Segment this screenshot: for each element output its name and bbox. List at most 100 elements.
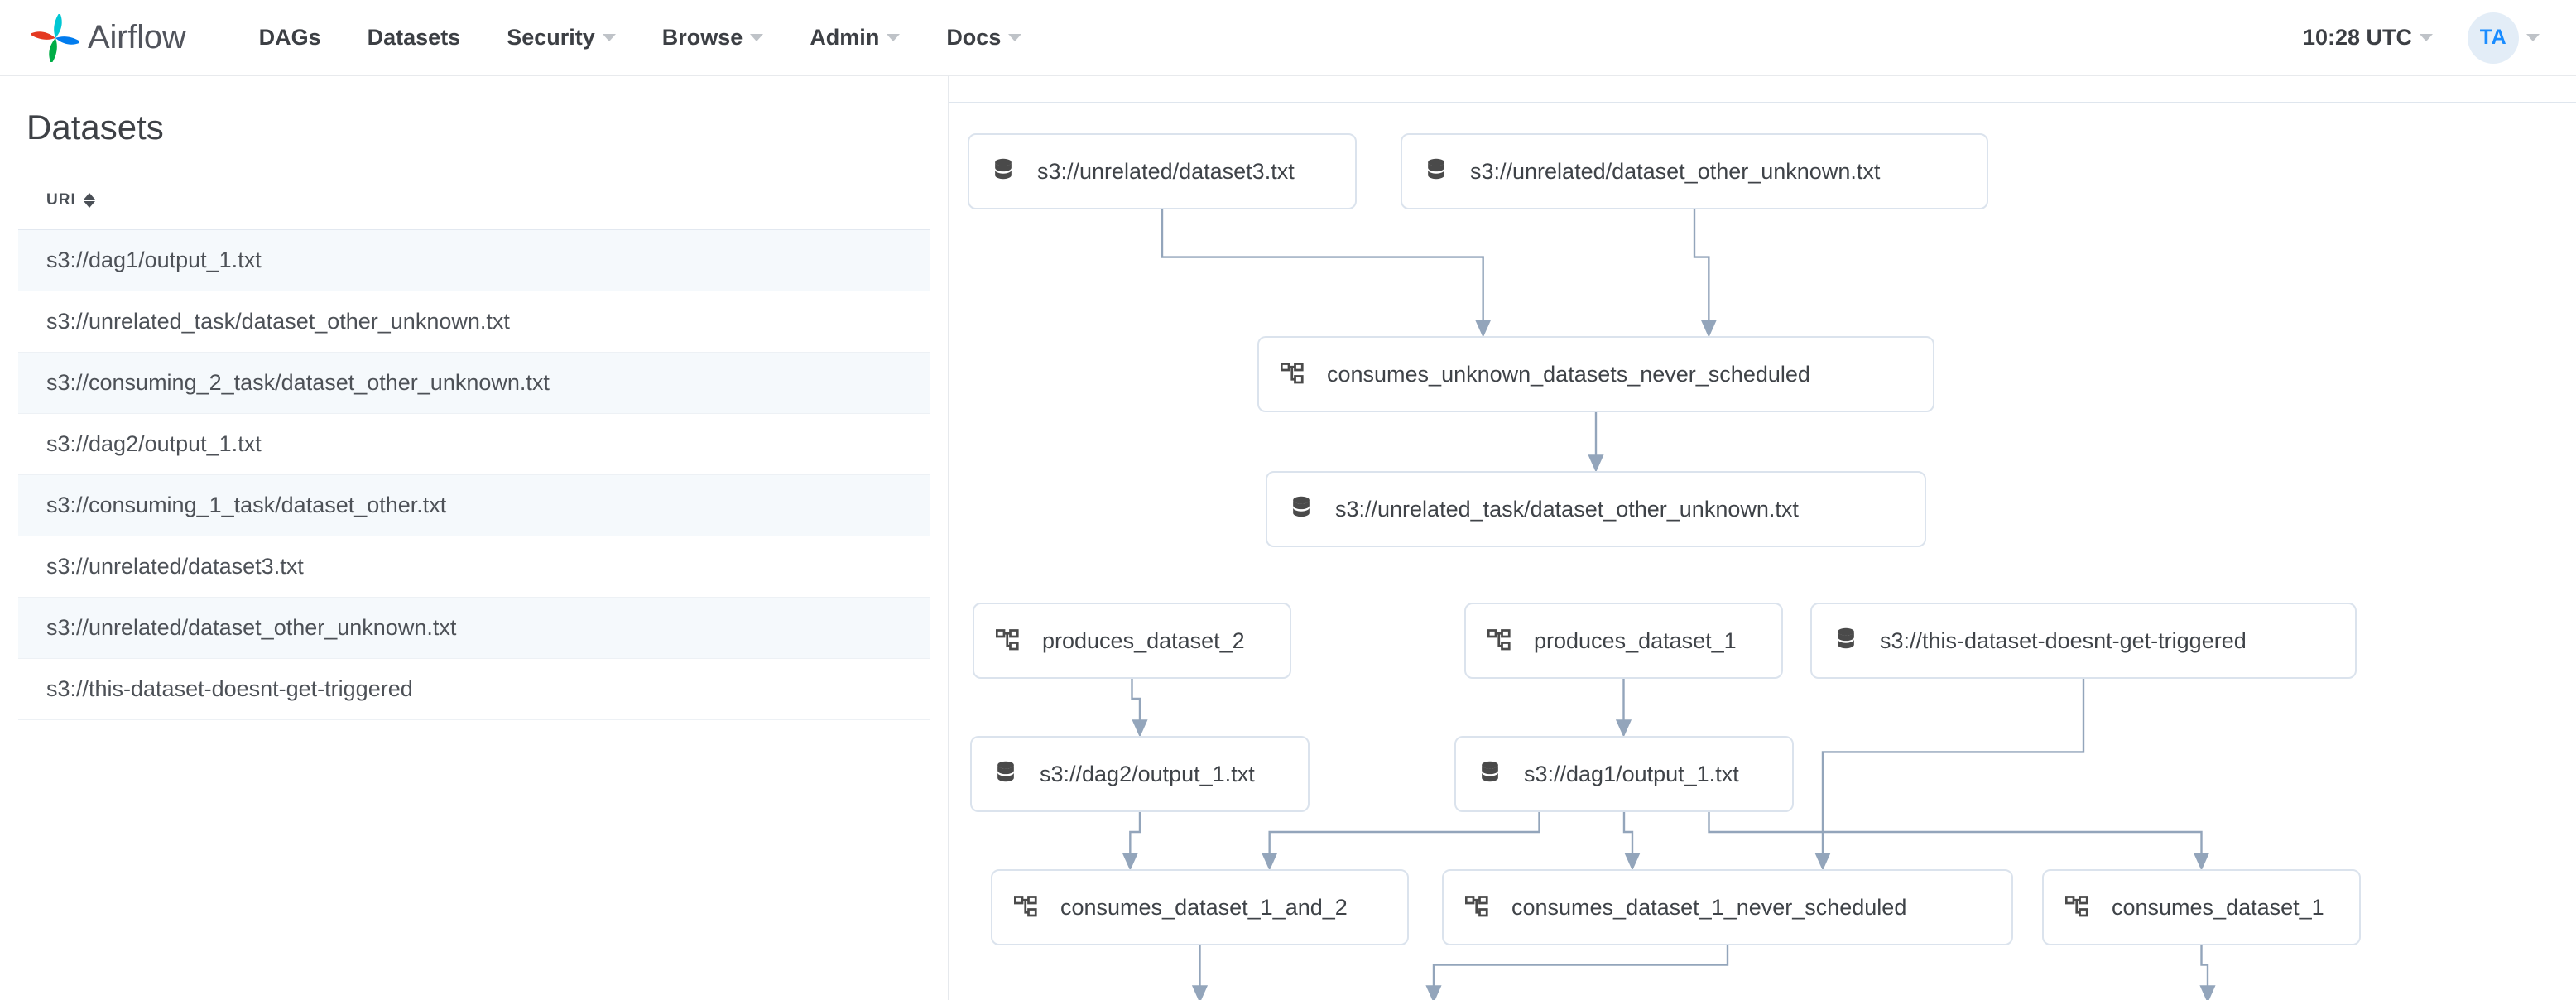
graph-node-dag_produces_1[interactable]: produces_dataset_1 [1464,603,1783,679]
nav-item-datasets[interactable]: Datasets [368,25,461,50]
table-row[interactable]: s3://dag1/output_1.txt [18,229,930,291]
sitemap-icon [1014,896,1037,917]
brand-home-link[interactable]: Airflow [31,13,186,62]
graph-node-label: consumes_dataset_1 [2112,894,2324,920]
graph-node-dag_consumes_unknown[interactable]: consumes_unknown_datasets_never_schedule… [1257,336,1934,412]
graph-canvas[interactable]: s3://unrelated/dataset3.txt s3://unrelate… [949,103,2576,1000]
database-icon [1833,627,1858,654]
avatar: TA [2468,12,2519,64]
timezone-selector[interactable]: 10:28 UTC [2303,25,2433,50]
table-row[interactable]: s3://dag2/output_1.txt [18,413,930,475]
graph-node-label: s3://this-dataset-doesnt-get-triggered [1880,627,2247,653]
chevron-down-icon [750,34,764,41]
database-icon [1478,761,1502,787]
table-header-row: URI [18,171,930,230]
database-icon [991,158,1016,185]
graph-node-dag_consumes_1[interactable]: consumes_dataset_1 [2042,869,2361,945]
graph-node-label: s3://unrelated/dataset3.txt [1037,158,1295,184]
graph-edge-ds_dag2_out-to-dag_consumes_1_and_2 [1122,812,1141,871]
graph-node-ds_unrelated_dataset3[interactable]: s3://unrelated/dataset3.txt [968,133,1357,209]
sitemap-icon [1487,629,1511,651]
sitemap-icon [996,628,1021,653]
database-icon [1289,496,1314,522]
database-icon [1838,627,1854,649]
page-title: Datasets [26,108,164,147]
database-icon [1424,158,1449,185]
nav-item-docs[interactable]: Docs [946,25,1022,50]
chevron-down-icon [887,34,901,41]
database-icon [997,761,1014,782]
graph-node-ds_unrelated_other_unknown[interactable]: s3://unrelated/dataset_other_unknown.txt [1401,133,1988,209]
sort-updown-icon[interactable] [83,193,95,208]
table-row[interactable]: s3://this-dataset-doesnt-get-triggered [18,658,930,720]
dataset-uri-cell[interactable]: s3://unrelated_task/dataset_other_unknow… [18,291,930,353]
dataset-uri-cell[interactable]: s3://dag1/output_1.txt [18,229,930,291]
nav-item-browse[interactable]: Browse [662,25,764,50]
chevron-down-icon [602,34,616,41]
graph-node-ds_not_triggered[interactable]: s3://this-dataset-doesnt-get-triggered [1810,603,2357,679]
dataset-uri-cell[interactable]: s3://unrelated/dataset3.txt [18,536,930,598]
sitemap-icon [1014,895,1039,920]
nav-item-security[interactable]: Security [507,25,616,50]
graph-node-label: consumes_dataset_1_and_2 [1060,894,1348,920]
graph-edge-ds_unrelated_other_unknown-to-dag_consumes_unknown [1693,209,1717,338]
airflow-pinwheel-logo [31,13,79,62]
dataset-uri-cell[interactable]: s3://this-dataset-doesnt-get-triggered [18,658,930,720]
sitemap-icon [1281,363,1304,384]
table-row[interactable]: s3://consuming_2_task/dataset_other_unkn… [18,352,930,414]
database-icon [1428,158,1444,180]
table-row[interactable]: s3://unrelated/dataset3.txt [18,536,930,598]
table-row[interactable]: s3://unrelated/dataset_other_unknown.txt [18,597,930,659]
sitemap-icon [1281,362,1305,387]
graph-node-dag_consumes_1_and_2[interactable]: consumes_dataset_1_and_2 [991,869,1409,945]
database-icon [1482,761,1498,782]
sitemap-icon [2065,896,2088,917]
nav-item-label: Datasets [367,25,461,50]
database-icon [993,761,1018,787]
dataset-uri-cell[interactable]: s3://dag2/output_1.txt [18,413,930,475]
graph-edge-dag_consumes_1_never-to-ds_consuming_2_other_unknown [1425,945,1729,1000]
graph-edge-ds_dag1_out-to-dag_consumes_1 [1708,812,2210,871]
table-row[interactable]: s3://unrelated_task/dataset_other_unknow… [18,291,930,353]
graph-node-label: s3://dag2/output_1.txt [1040,761,1255,786]
graph-node-ds_unrelated_task_other_unknown[interactable]: s3://unrelated_task/dataset_other_unknow… [1266,471,1926,547]
clock-label: 10:28 UTC [2302,25,2412,50]
graph-node-label: s3://unrelated_task/dataset_other_unknow… [1335,496,1799,522]
graph-edge-ds_not_triggered-to-dag_consumes_1_never [1814,679,2085,871]
column-header-uri[interactable]: URI [18,171,930,230]
chevron-down-icon [2526,34,2540,41]
column-header-label: URI [46,191,76,209]
nav-item-label: Security [507,25,595,50]
graph-node-label: s3://dag1/output_1.txt [1524,761,1739,786]
dataset-uri-cell[interactable]: s3://consuming_2_task/dataset_other_unkn… [18,352,930,414]
chevron-down-icon [1008,34,1022,41]
graph-node-ds_dag2_out[interactable]: s3://dag2/output_1.txt [970,736,1310,812]
graph-edge-ds_dag1_out-to-dag_consumes_1_never [1622,812,1641,871]
graph-node-dag_consumes_1_never[interactable]: consumes_dataset_1_never_scheduled [1442,869,2013,945]
graph-edges [1122,209,2216,1000]
nav-links: DAGs Datasets Security Browse Admin Docs [259,25,1069,50]
nav-item-label: Docs [946,25,1002,50]
graph-node-label: produces_dataset_1 [1534,627,1737,653]
sitemap-icon [1487,628,1512,653]
dataset-uri-cell[interactable]: s3://unrelated/dataset_other_unknown.txt [18,597,930,659]
nav-item-label: Browse [661,25,743,50]
nav-item-dags[interactable]: DAGs [259,25,321,50]
table-row[interactable]: s3://consuming_1_task/dataset_other.txt [18,474,930,536]
graph-node-label: consumes_dataset_1_never_scheduled [1511,894,1907,920]
sitemap-icon [996,629,1019,651]
graph-edge-dag_produces_2-to-ds_dag2_out [1131,679,1148,738]
dataset-uri-cell[interactable]: s3://consuming_1_task/dataset_other.txt [18,474,930,536]
chevron-down-icon [2420,34,2433,41]
nav-item-label: Admin [810,25,880,50]
graph-node-dag_produces_2[interactable]: produces_dataset_2 [973,603,1291,679]
dataset-dependency-graph-panel[interactable]: s3://unrelated/dataset3.txt s3://unrelate… [949,102,2576,1000]
avatar-initials: TA [2479,26,2507,49]
graph-node-label: s3://unrelated/dataset_other_unknown.txt [1470,158,1881,184]
sitemap-icon [1465,895,1490,920]
user-menu[interactable]: TA [2468,12,2540,64]
nav-item-admin[interactable]: Admin [810,25,901,50]
graph-node-ds_dag1_out[interactable]: s3://dag1/output_1.txt [1454,736,1794,812]
